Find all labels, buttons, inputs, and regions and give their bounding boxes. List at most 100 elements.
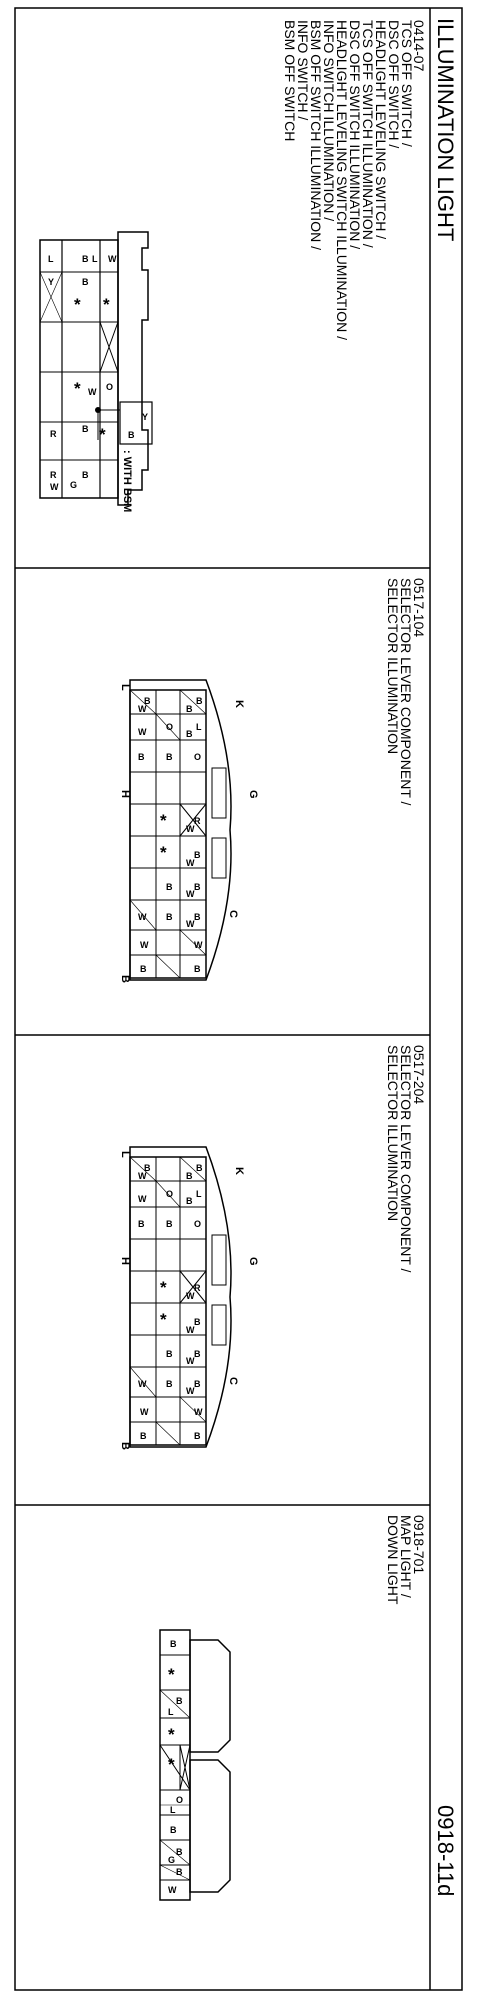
panel-0517-104: 0517-104 SELECTOR LEVER COMPONENT / SELE… <box>119 578 427 983</box>
svg-text:*: * <box>168 1725 175 1744</box>
panel-line: SELECTOR LEVER COMPONENT / <box>398 578 414 806</box>
svg-text:*: * <box>168 1755 175 1774</box>
panel-line: DSC OFF SWITCH ILLUMINATION / <box>347 20 363 249</box>
svg-text:B: B <box>138 752 145 762</box>
svg-text:B: B <box>144 696 151 706</box>
svg-text:W: W <box>186 824 195 834</box>
svg-text:*: * <box>99 425 106 444</box>
svg-text:O: O <box>176 1795 183 1805</box>
svg-text:W: W <box>186 1325 195 1335</box>
svg-text:B: B <box>140 964 147 974</box>
panel-line: SELECTOR ILLUMINATION <box>385 578 401 754</box>
svg-text:W: W <box>194 940 203 950</box>
svg-text:B: B <box>166 1349 173 1359</box>
svg-text:W: W <box>108 254 117 264</box>
svg-text:G: G <box>70 480 77 490</box>
svg-text:O: O <box>194 752 201 762</box>
panel-0517-204: 0517-204 SELECTOR LEVER COMPONENT / SELE… <box>119 1045 427 1450</box>
svg-text:*: * <box>160 1310 167 1329</box>
svg-text:*: * <box>103 295 110 314</box>
pin-letter: L <box>119 684 131 691</box>
svg-text:W: W <box>138 704 147 714</box>
svg-text:O: O <box>166 722 173 732</box>
svg-text:R: R <box>194 816 201 826</box>
svg-text:W: W <box>168 1885 177 1895</box>
panel-line: INFO SWITCH / <box>295 20 311 120</box>
svg-text:L: L <box>92 254 98 264</box>
svg-text:B: B <box>166 1379 173 1389</box>
svg-text:O: O <box>194 1219 201 1229</box>
pin-letter: L <box>119 1151 131 1158</box>
svg-text:B: B <box>166 1219 173 1229</box>
svg-text:W: W <box>186 919 195 929</box>
connector-0414-07: B W L L Y B * * O W * * R B B R G W Y B … <box>39 231 153 512</box>
svg-text:B: B <box>186 704 193 714</box>
svg-text:L: L <box>168 1707 174 1717</box>
svg-text:W: W <box>88 387 97 397</box>
panel-line: HEADLIGHT LEVELING SWITCH ILLUMINATION / <box>334 20 350 340</box>
panel-line: BSM OFF SWITCH ILLUMINATION / <box>308 20 324 250</box>
pin-letter: B <box>119 975 131 983</box>
svg-text:B: B <box>166 882 173 892</box>
svg-text:B: B <box>138 1219 145 1229</box>
svg-text:B: B <box>82 470 89 480</box>
svg-text:B: B <box>166 912 173 922</box>
panel-0414-07: 0414-07 TCS OFF SWITCH / DSC OFF SWITCH … <box>39 20 427 512</box>
connector-0517-204: BB BW LB OW O BB RW * BW * BW B BW BW W … <box>119 1146 259 1450</box>
pin-letter: G <box>247 790 259 799</box>
pin-letter: G <box>247 1257 259 1266</box>
svg-text:*: * <box>160 811 167 830</box>
aux-pin: Y <box>142 412 148 422</box>
svg-text:*: * <box>160 843 167 862</box>
svg-text:Y: Y <box>48 277 54 287</box>
pin-letter: K <box>233 700 245 708</box>
svg-text:B: B <box>194 1317 201 1327</box>
aux-pin: B <box>128 430 135 440</box>
svg-text:*: * <box>160 1278 167 1297</box>
svg-text:W: W <box>138 1171 147 1181</box>
svg-text:W: W <box>186 1291 195 1301</box>
svg-text:W: W <box>186 1356 195 1366</box>
svg-text:B: B <box>194 912 201 922</box>
panel-code: 0517-204 <box>411 1045 427 1104</box>
panel-code: 0918-701 <box>411 1515 427 1574</box>
page-title: ILLUMINATION LIGHT <box>433 18 458 241</box>
svg-text:*: * <box>74 295 81 314</box>
svg-text:B: B <box>144 1163 151 1173</box>
connector-0517-104: BB BW LB OW O BB RW * BW * BW B BW BW W … <box>119 679 259 983</box>
page-code: 0918-11d <box>433 1805 458 1896</box>
svg-text:O: O <box>166 1189 173 1199</box>
svg-text:W: W <box>138 727 147 737</box>
svg-text:O: O <box>106 382 113 392</box>
panel-line: TCS OFF SWITCH / <box>399 20 415 147</box>
panel-line: TCS OFF SWITCH ILLUMINATION / <box>360 20 376 248</box>
panel-line: DSC OFF SWITCH / <box>386 20 402 148</box>
panel-line: SELECTOR ILLUMINATION <box>385 1045 401 1221</box>
pin-letter: B <box>119 1442 131 1450</box>
svg-text:B: B <box>176 1867 183 1877</box>
svg-text:W: W <box>186 858 195 868</box>
svg-text:L: L <box>170 1805 176 1815</box>
svg-text:L: L <box>48 254 54 264</box>
panel-line: HEADLIGHT LEVELING SWITCH / <box>373 20 389 239</box>
svg-text:B: B <box>170 1639 177 1649</box>
pin-letter: C <box>227 910 239 918</box>
svg-text:B: B <box>186 1171 193 1181</box>
panel-line: INFO SWITCH ILLUMINATION / <box>321 20 337 221</box>
panel-line: DOWN LIGHT <box>385 1515 401 1605</box>
svg-text:W: W <box>50 482 59 492</box>
svg-text:R: R <box>50 429 57 439</box>
svg-text:B: B <box>186 1196 193 1206</box>
panel-line: SELECTOR LEVER COMPONENT / <box>398 1045 414 1273</box>
svg-text:*: * <box>74 379 81 398</box>
svg-text:W: W <box>194 1407 203 1417</box>
pin-letter: C <box>227 1377 239 1385</box>
svg-text:W: W <box>138 912 147 922</box>
svg-text:G: G <box>168 1855 175 1865</box>
svg-text:B: B <box>196 1163 203 1173</box>
svg-text:B: B <box>194 1379 201 1389</box>
pin-letter: K <box>233 1167 245 1175</box>
svg-text:R: R <box>194 1283 201 1293</box>
with-bsm-note: : WITH BSM <box>121 450 133 512</box>
